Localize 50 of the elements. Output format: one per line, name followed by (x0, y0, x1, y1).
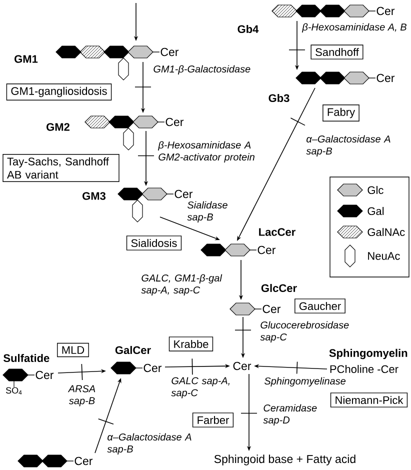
compound-text: SO$_{4}$ (6, 387, 22, 394)
edge-label: ARSA sap-B (68, 385, 96, 406)
disease-box: Farber (192, 412, 234, 428)
compound-name: Gb4 (238, 24, 259, 34)
edge-label: GALC sap-A, sap-C (171, 377, 230, 398)
compound-text: PCholine -Cer (330, 364, 398, 374)
compound-text: Cer (258, 246, 276, 254)
compound-name: GM3 (82, 192, 106, 200)
disease-box: Krabbe (168, 336, 214, 352)
edge-label: Ceramidase sap-D (263, 404, 317, 426)
disease-box: GM1-gangliosidosis (6, 84, 112, 100)
edge-label: β-Hexosaminidase A, B (302, 23, 406, 33)
edge-label: GM1-β-Galactosidase (154, 65, 250, 75)
edge-label: Sialidase sap-B (187, 201, 228, 223)
disease-box: Niemann-Pick (330, 392, 408, 408)
legend-label: Gal (368, 206, 384, 216)
compound-name: GlcCer (261, 284, 297, 292)
compound-text: Cer (233, 362, 252, 370)
edge-label: α–Galactosidase A sap-B (306, 135, 390, 157)
compound-name: GM1 (14, 55, 38, 63)
compound-text: Cer (36, 370, 54, 380)
compound-text: Cer (262, 304, 281, 314)
legend-label: Glc (368, 186, 384, 194)
disease-box: Tay-Sachs, Sandhoff AB variant (2, 154, 120, 182)
disease-box: Gaucher (294, 298, 346, 314)
disease-box: Fabry (322, 104, 360, 122)
edge-label: GALC, GM1-β-gal sap-A, sap-C (141, 274, 222, 296)
compound-text: Sphingoid base + Fatty acid (214, 454, 356, 466)
edge-label: Glucocerebrosidase sap-C (260, 321, 349, 343)
edge-label: Sphingomyelinase (264, 377, 346, 387)
compound-name: Gb3 (268, 94, 290, 102)
compound-text: Cer (74, 456, 93, 466)
compound-name: GM2 (46, 123, 70, 131)
compound-name: LacCer (259, 228, 296, 236)
legend-label: NeuAc (368, 252, 400, 260)
edge-label: α–Galactosidase A sap-B (107, 433, 192, 455)
compound-text: Cer (166, 118, 184, 126)
disease-box: MLD (57, 342, 89, 358)
disease-box: Sandhoff (310, 44, 364, 60)
legend-label: GalNAc (368, 228, 405, 236)
compound-text: Cer (160, 48, 179, 56)
compound-text: Cer (174, 190, 193, 198)
compound-text: Cer (376, 6, 395, 16)
compound-name: Sulfatide (4, 354, 50, 362)
compound-name: GalCer (115, 346, 151, 354)
disease-box: Sialidosis (126, 236, 182, 250)
edge-label: β-Hexosaminidase A GM2-activator protein (158, 141, 254, 163)
compound-text: Cer (144, 364, 162, 372)
compound-name: Sphingomyelin (329, 348, 408, 360)
compound-text: Cer (376, 74, 395, 82)
